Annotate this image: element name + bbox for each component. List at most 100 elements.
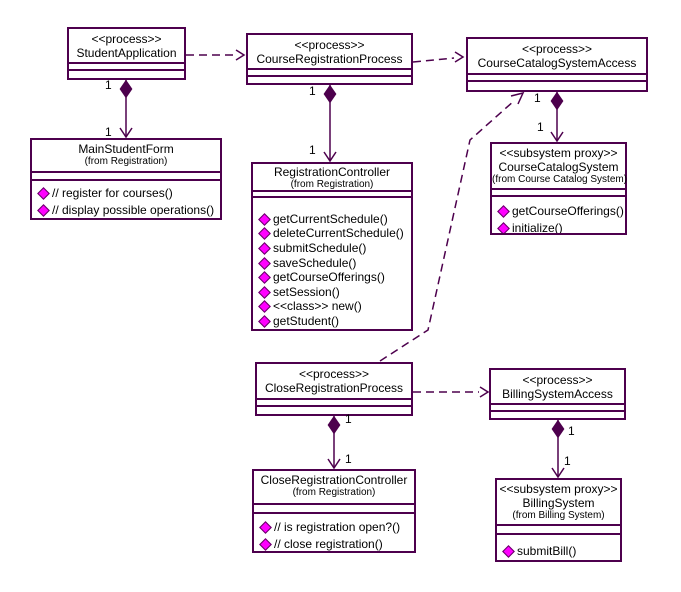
dependency-courseregistrationprocess-coursecatalogsystemaccess	[412, 51, 465, 63]
class-package: (from Registration)	[292, 487, 376, 498]
operation: submitBill()	[502, 543, 618, 560]
operation-icon	[502, 545, 515, 558]
dependency-closeregistrationprocess-billingsystemaccess	[413, 386, 490, 398]
class-stereotype: <<process>>	[522, 373, 593, 387]
class-main-student-form[interactable]: MainStudentForm (from Registration) // r…	[30, 138, 222, 220]
attributes-compartment	[254, 503, 414, 512]
class-name: CloseRegistrationProcess	[264, 381, 404, 395]
multiplicity-registrationcontroller-end: 1	[309, 143, 316, 157]
multiplicity-courseregistrationprocess-end: 1	[309, 84, 316, 98]
class-course-catalog-system[interactable]: <<subsystem proxy>> CourseCatalogSystem …	[490, 142, 627, 235]
operations-compartment	[248, 75, 411, 83]
class-name: CourseRegistrationProcess	[256, 52, 403, 66]
operations-compartment: // is registration open?() // close regi…	[254, 512, 414, 551]
composition-coursecatalogsystemaccess-coursecatalogsystem	[550, 91, 564, 143]
operations-compartment: getCourseOfferings() initialize()	[492, 195, 625, 233]
dependency-studentapplication-courseregistrationprocess	[186, 49, 246, 61]
operation-icon	[259, 521, 272, 534]
class-student-application[interactable]: <<process>> StudentApplication	[67, 27, 186, 80]
operation-icon	[258, 242, 271, 255]
operation: initialize()	[497, 220, 623, 233]
operation-icon	[37, 187, 50, 200]
attributes-compartment	[253, 190, 411, 196]
class-stereotype: <<process>>	[294, 38, 365, 52]
multiplicity-closeregistrationprocess-end: 1	[345, 412, 352, 426]
attributes-compartment	[69, 62, 184, 69]
class-name: CloseRegistrationController	[260, 473, 408, 487]
class-package: (from Course Catalog System)	[492, 174, 628, 185]
class-stereotype: <<subsystem proxy>>	[499, 482, 618, 496]
operation-icon	[497, 222, 510, 233]
class-name: RegistrationController	[273, 165, 391, 179]
operation-icon	[258, 256, 271, 270]
class-package: (from Registration)	[290, 179, 374, 190]
operation-icon	[258, 300, 271, 314]
attributes-compartment	[492, 188, 625, 195]
operation: getStudent()	[258, 314, 409, 329]
operation-icon	[258, 227, 271, 241]
operations-compartment: submitBill()	[497, 533, 620, 560]
class-stereotype: <<process>>	[91, 32, 162, 46]
class-name: BillingSystemAccess	[502, 387, 613, 401]
multiplicity-billingsystemaccess-end: 1	[568, 424, 575, 438]
attributes-compartment	[257, 398, 411, 405]
operation: getCurrentSchedule()	[258, 212, 409, 227]
class-stereotype: <<process>>	[298, 367, 370, 381]
attributes-compartment	[248, 68, 411, 75]
operation-icon	[259, 538, 272, 551]
class-package: (from Billing System)	[512, 510, 605, 521]
attributes-compartment	[491, 403, 624, 410]
multiplicity-mainstudentform-end: 1	[105, 125, 112, 139]
operations-compartment: getCurrentSchedule() deleteCurrentSchedu…	[253, 196, 411, 329]
multiplicity-studentapplication-end: 1	[105, 78, 112, 92]
operations-compartment: // register for courses() // display pos…	[32, 179, 220, 218]
operation: submitSchedule()	[258, 241, 409, 256]
composition-billingsystemaccess-billingsystem	[551, 419, 565, 479]
attributes-compartment	[497, 524, 620, 533]
class-name: MainStudentForm	[78, 142, 174, 156]
class-stereotype: <<subsystem proxy>>	[499, 146, 618, 160]
operation-icon	[497, 205, 510, 218]
operation: saveSchedule()	[258, 256, 409, 271]
operation: // register for courses()	[37, 185, 218, 202]
operations-compartment	[468, 80, 646, 90]
operation: // close registration()	[259, 536, 412, 551]
operations-compartment	[491, 410, 624, 418]
class-stereotype: <<process>>	[521, 42, 593, 56]
multiplicity-billingsystem-end: 1	[564, 454, 571, 468]
attributes-compartment	[32, 171, 220, 179]
operation-icon	[37, 204, 50, 217]
operation: setSession()	[258, 285, 409, 300]
class-registration-controller[interactable]: RegistrationController (from Registratio…	[251, 162, 413, 331]
composition-courseregistrationprocess-registrationcontroller	[323, 84, 337, 163]
composition-studentapplication-mainstudentform	[119, 79, 133, 139]
composition-closeregistrationprocess-closeregistrationcontroller	[327, 415, 341, 470]
operation-icon	[258, 212, 271, 226]
multiplicity-coursecatalogsystem-end: 1	[537, 120, 544, 134]
operation: getCourseOfferings()	[258, 270, 409, 285]
class-package: (from Registration)	[84, 156, 168, 167]
class-billing-system-access[interactable]: <<process>> BillingSystemAccess	[489, 368, 626, 420]
multiplicity-coursecatalogsystemaccess-end: 1	[534, 91, 541, 105]
class-name: CourseCatalogSystem	[498, 160, 619, 174]
class-name: CourseCatalogSystemAccess	[477, 56, 637, 70]
multiplicity-closeregistrationcontroller-end: 1	[345, 452, 352, 466]
class-name: StudentApplication	[76, 46, 177, 60]
operation-icon	[258, 271, 271, 285]
class-close-registration-process[interactable]: <<process>> CloseRegistrationProcess	[255, 362, 413, 416]
operation: // display possible operations()	[37, 202, 218, 218]
operation: getCourseOfferings()	[497, 203, 624, 220]
operation: // is registration open?()	[259, 519, 412, 536]
operation: deleteCurrentSchedule()	[258, 226, 409, 242]
class-close-registration-controller[interactable]: CloseRegistrationController (from Regist…	[252, 469, 416, 553]
operations-compartment	[69, 69, 184, 78]
class-name: BillingSystem	[522, 496, 595, 510]
operation-icon	[258, 315, 271, 328]
class-billing-system[interactable]: <<subsystem proxy>> BillingSystem (from …	[495, 478, 622, 562]
attributes-compartment	[468, 73, 646, 80]
class-course-registration-process[interactable]: <<process>> CourseRegistrationProcess	[246, 33, 413, 85]
operation: <<class>> new()	[258, 299, 409, 315]
class-course-catalog-system-access[interactable]: <<process>> CourseCatalogSystemAccess	[466, 37, 648, 92]
operations-compartment	[257, 405, 411, 414]
